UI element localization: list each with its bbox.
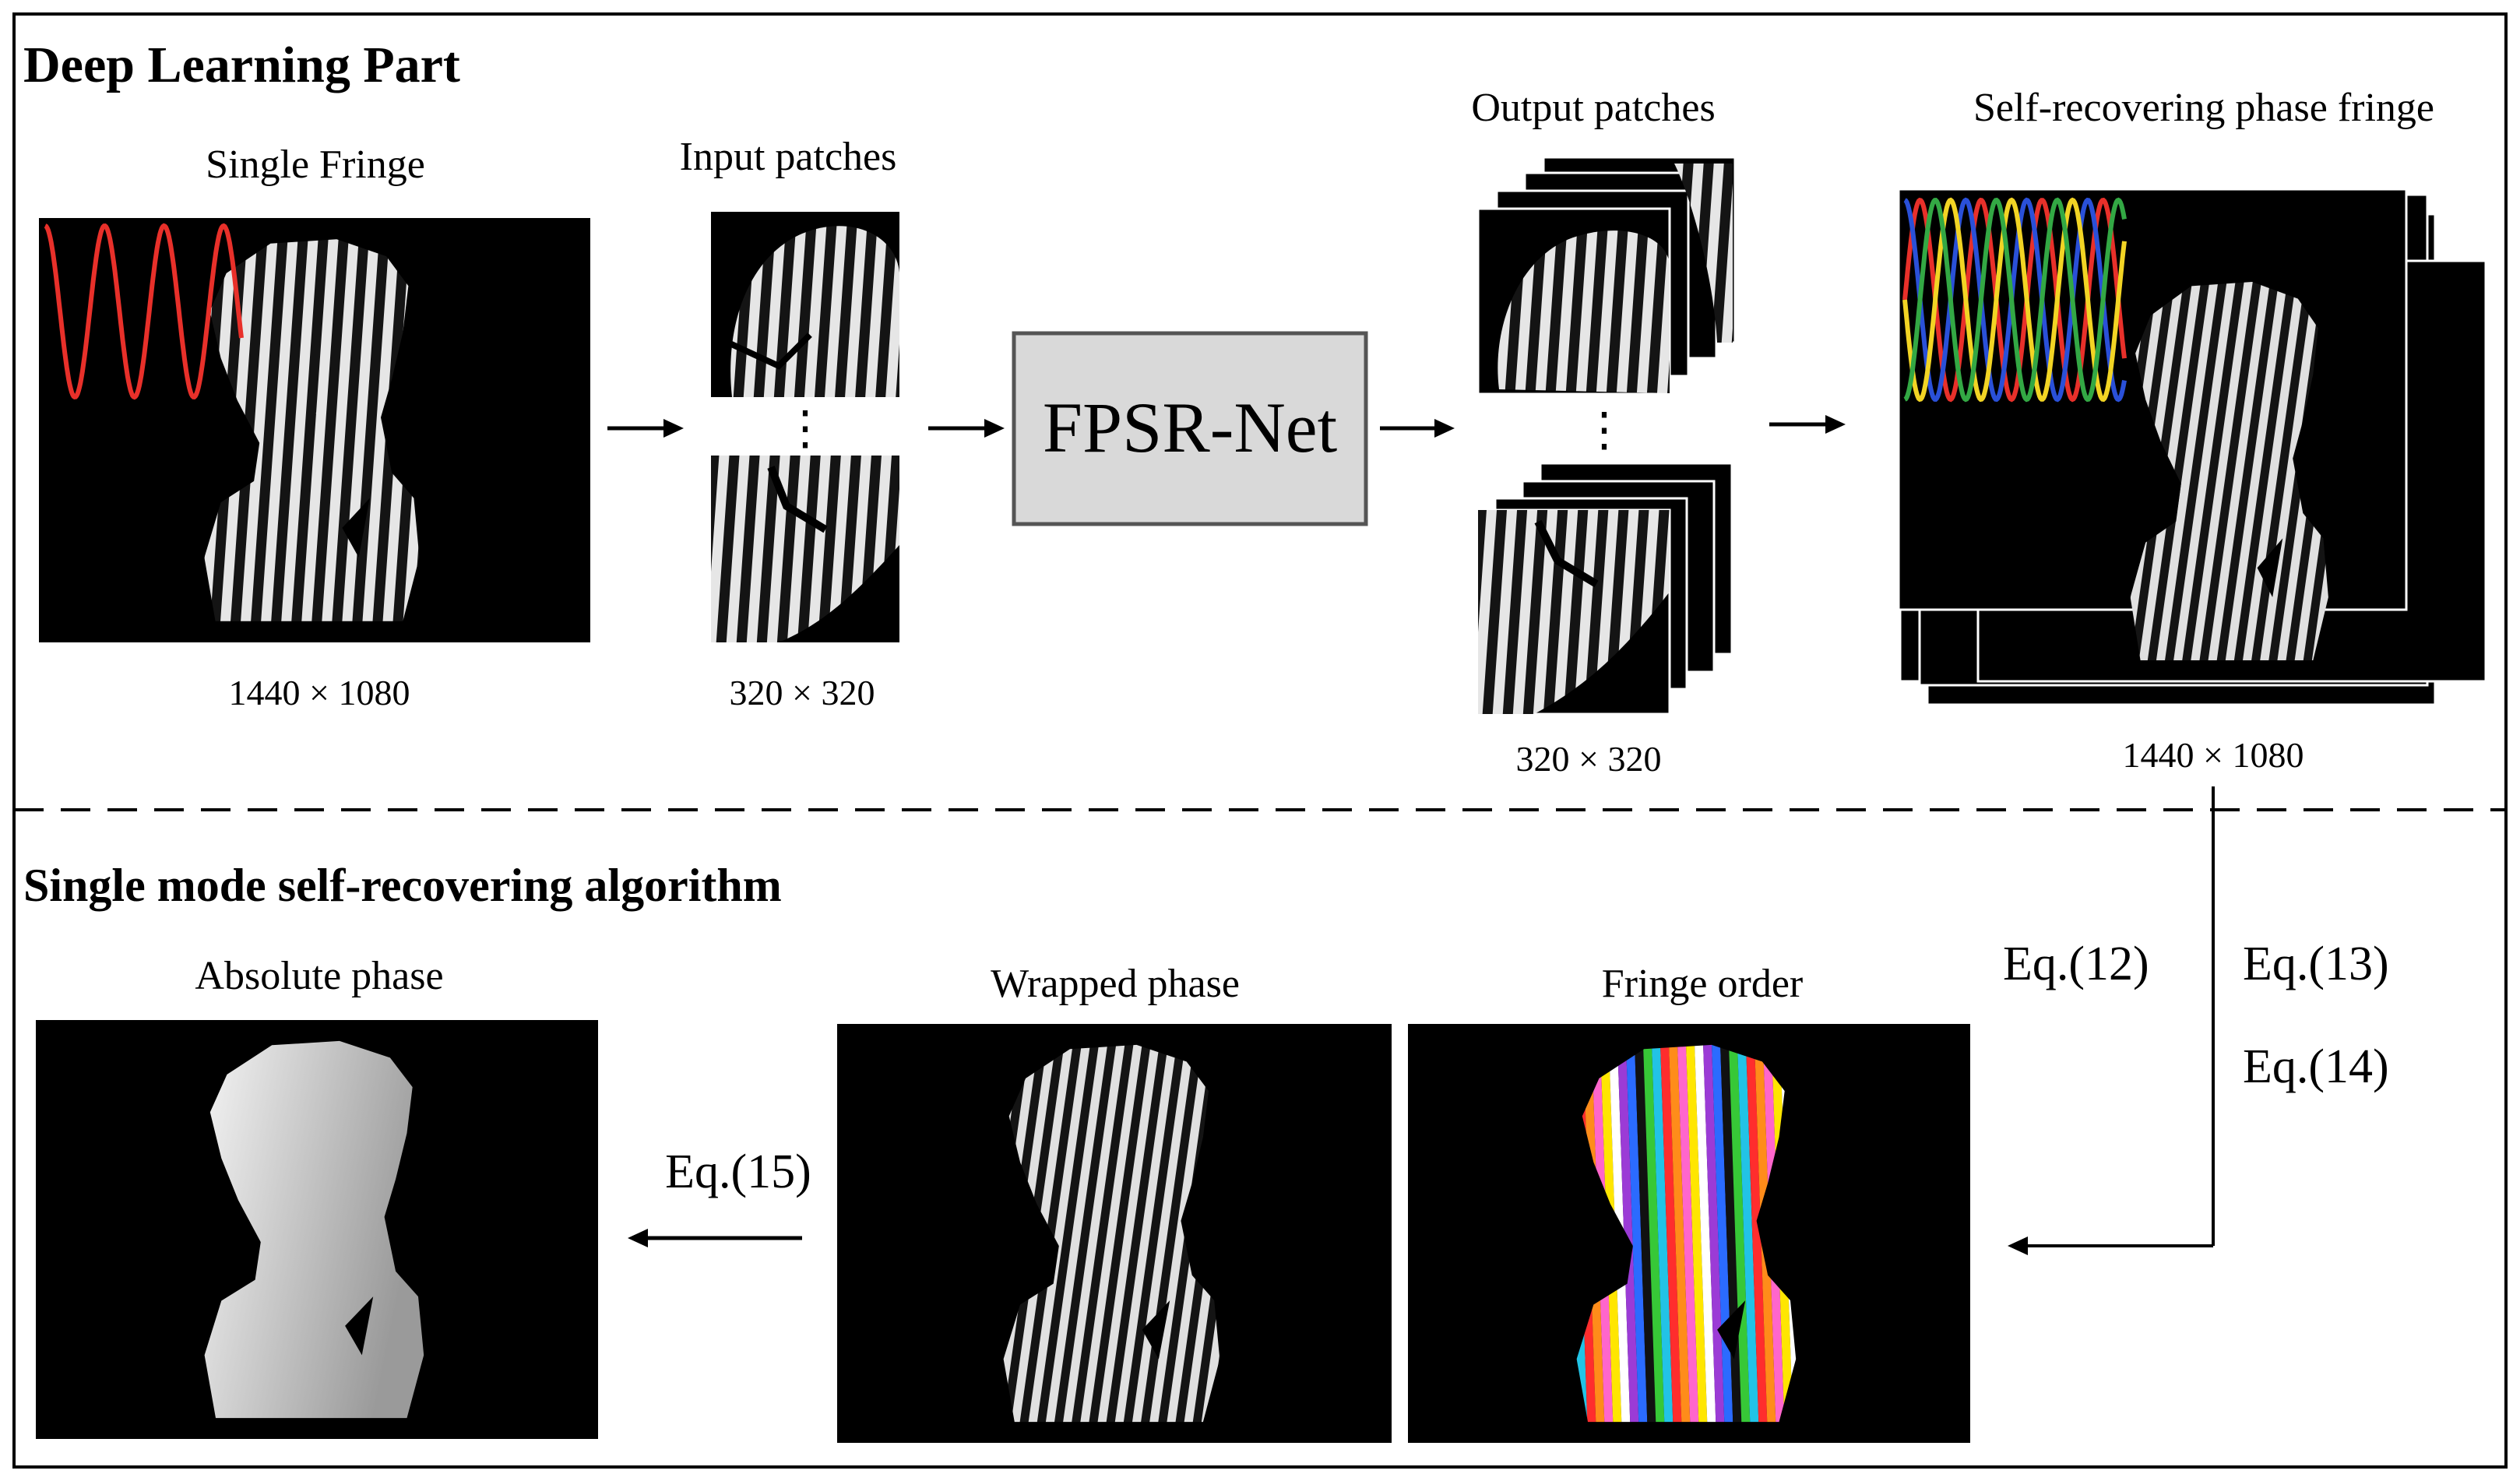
outer-frame: [12, 12, 2508, 1469]
eq12-label: Eq.(12): [2003, 937, 2149, 990]
eq15-label: Eq.(15): [665, 1145, 811, 1198]
absolute-phase-image: [36, 1020, 598, 1439]
multi-sine-waves: [1902, 197, 2127, 403]
input-patches-label: Input patches: [680, 135, 897, 179]
sine-wave-3: [1902, 197, 2127, 403]
input-patches-ellipsis: ⋮: [782, 403, 829, 454]
section-title-self-recovering: Single mode self-recovering algorithm: [23, 860, 782, 911]
bust-fringe: [204, 239, 420, 621]
self-recovering-size: 1440 × 1080: [2123, 735, 2304, 775]
self-recovering-label: Self-recovering phase fringe: [1973, 86, 2434, 130]
input-patch-bottom: [711, 456, 899, 642]
arrow-right-2: [928, 419, 1005, 438]
absolute-phase-label: Absolute phase: [195, 954, 443, 998]
eq13-label: Eq.(13): [2243, 937, 2389, 990]
arrow-right-3: [1380, 419, 1455, 438]
bust-absolute: [204, 1040, 424, 1419]
output-patch-stack-bottom: [1476, 462, 1733, 716]
fringe-order-image: [1408, 1024, 1970, 1443]
connector-arrow-down-left: [2008, 786, 2215, 1255]
output-patches-label: Output patches: [1471, 86, 1715, 130]
input-patch-top: [711, 212, 899, 397]
eq14-label: Eq.(14): [2243, 1040, 2389, 1093]
output-patches-ellipsis: ⋮: [1581, 404, 1628, 456]
single-fringe-label: Single Fringe: [206, 142, 425, 187]
section-title-deep-learning: Deep Learning Part: [23, 37, 460, 93]
wrapped-phase-label: Wrapped phase: [991, 962, 1240, 1006]
single-fringe-size: 1440 × 1080: [229, 673, 410, 712]
sine-wave-2: [1903, 197, 2127, 403]
single-fringe-image: [39, 218, 590, 642]
arrow-right-1: [607, 419, 684, 438]
fringe-order-label: Fringe order: [1602, 962, 1803, 1006]
red-sine-wave: [44, 223, 244, 400]
fpsr-net-label: FPSR-Net: [1043, 388, 1338, 467]
bust-fringe-recovered: [2130, 282, 2328, 660]
bust-wrapped: [1003, 1044, 1220, 1423]
self-recovering-stack: [1897, 188, 2487, 706]
wrapped-phase-image: [837, 1024, 1392, 1443]
output-patch-stack-top: [1476, 156, 1737, 396]
input-patches-size: 320 × 320: [730, 673, 875, 712]
fpsr-net-block: FPSR-Net: [1012, 331, 1368, 526]
arrow-right-4: [1769, 415, 1846, 434]
output-patches-size: 320 × 320: [1516, 739, 1662, 779]
sine-wave-4: [1903, 197, 2127, 403]
arrow-left: [628, 1229, 802, 1247]
